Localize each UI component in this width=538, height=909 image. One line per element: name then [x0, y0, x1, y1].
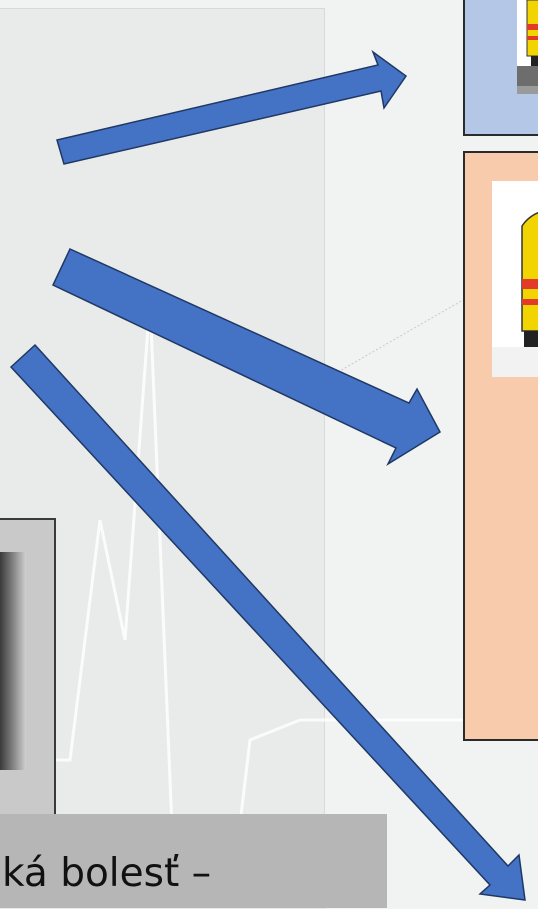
arrow-to-bottom-right	[11, 345, 525, 900]
arrow-to-top-box	[57, 52, 406, 164]
